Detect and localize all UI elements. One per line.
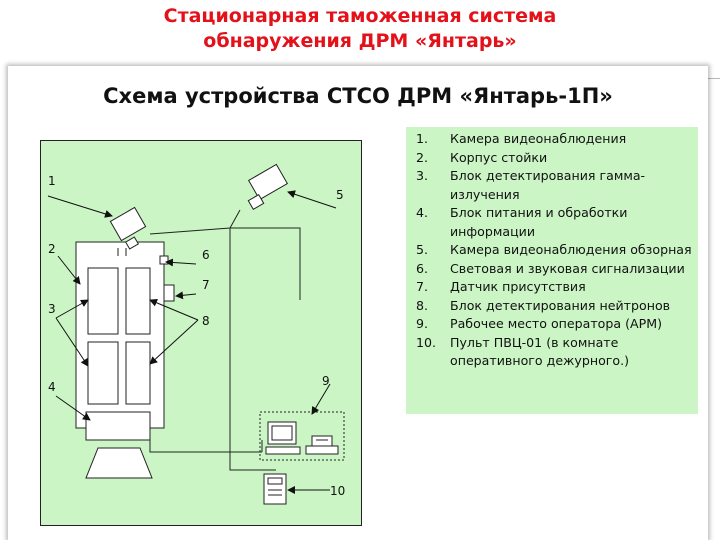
scheme-title: Схема устройства СТСО ДРМ «Янтарь-1П» [103,84,613,108]
legend-item: 5. Камера видеонаблюдения обзорная [416,241,692,260]
legend-item-text: Блок питания и обработки информации [450,205,628,239]
legend-item-text: Блок детектирования гамма-излучения [450,168,646,202]
legend-item: 10. Пульт ПВЦ-01 (в комнате оперативного … [416,334,692,371]
neutron-detector-upper [125,267,151,335]
slide-title-line1: Стационарная таможенная система [163,5,557,27]
presence-sensor [163,284,175,302]
leader-lines [47,190,337,494]
legend-item-number: 2. [416,149,429,165]
legend-item: 4. Блок питания и обработки информации [416,204,692,241]
computer-icon [265,421,301,455]
legend-item-number: 6. [416,260,429,276]
operator-workstation [259,411,345,461]
legend-item-text: Камера видеонаблюдения [450,131,627,146]
legend-item-text: Датчик присутствия [450,279,586,294]
legend-item-number: 8. [416,297,429,313]
wiring [149,209,301,471]
legend-item-text: Рабочее место оператора (АРМ) [450,316,662,331]
callout-6: 6 [202,248,210,262]
legend-list: 1. Камера видеонаблюдения 2. Корпус стойки 3… [416,130,692,371]
camera-icon [109,206,147,256]
callout-1: 1 [48,174,56,188]
legend-item-number: 9. [416,316,429,331]
legend-item-number: 10. [416,334,437,350]
legend-item-text: Камера видеонаблюдения обзорная [450,242,692,257]
legend-item-text: Корпус стойки [450,149,548,165]
legend-item-number: 1. [416,131,429,146]
legend-box: 1. Камера видеонаблюдения 2. Корпус стойки 3… [406,127,698,414]
slide-title: Стационарная таможенная система обнаруже… [0,4,720,54]
legend-item: 6. Световая и звуковая сигнализации [416,260,692,279]
callout-10: 10 [330,484,346,498]
legend-item: 8. Блок детектирования нейтронов [416,297,692,316]
gamma-detector-lower [87,341,119,405]
neutron-detector-lower [125,341,151,405]
legend-item-text: Пульт ПВЦ-01 (в комнате оперативного деж… [450,334,630,369]
legend-item: 2. Корпус стойки [416,149,692,168]
gamma-detector-upper [87,267,119,335]
callout-2: 2 [48,242,56,256]
remote-control-icon [263,473,287,505]
callout-7: 7 [202,278,210,292]
legend-item-text: Блок детектирования нейтронов [450,297,671,313]
printer-icon [305,435,339,455]
legend-item: 9. Рабочее место оператора (АРМ) [416,315,692,334]
legend-item-number: 4. [416,205,429,220]
power-processing-block [85,411,151,441]
slide-title-line2: обнаружения ДРМ «Янтарь» [203,30,517,52]
callout-4: 4 [48,380,56,394]
rack-base [85,447,153,479]
overview-camera-icon [247,163,289,211]
callout-3: 3 [48,302,56,316]
legend-item: 7. Датчик присутствия [416,278,692,297]
legend-item-text: Световая и звуковая сигнализации [450,260,685,276]
legend-item: 1. Камера видеонаблюдения [416,130,692,149]
legend-item-number: 5. [416,242,429,257]
callout-9: 9 [322,374,330,388]
callout-5: 5 [336,188,344,202]
legend-item: 3. Блок детектирования гамма-излучения [416,167,692,204]
legend-item-number: 7. [416,279,429,294]
legend-item-number: 3. [416,168,429,183]
callout-8: 8 [202,314,210,328]
signal-light [159,255,169,265]
